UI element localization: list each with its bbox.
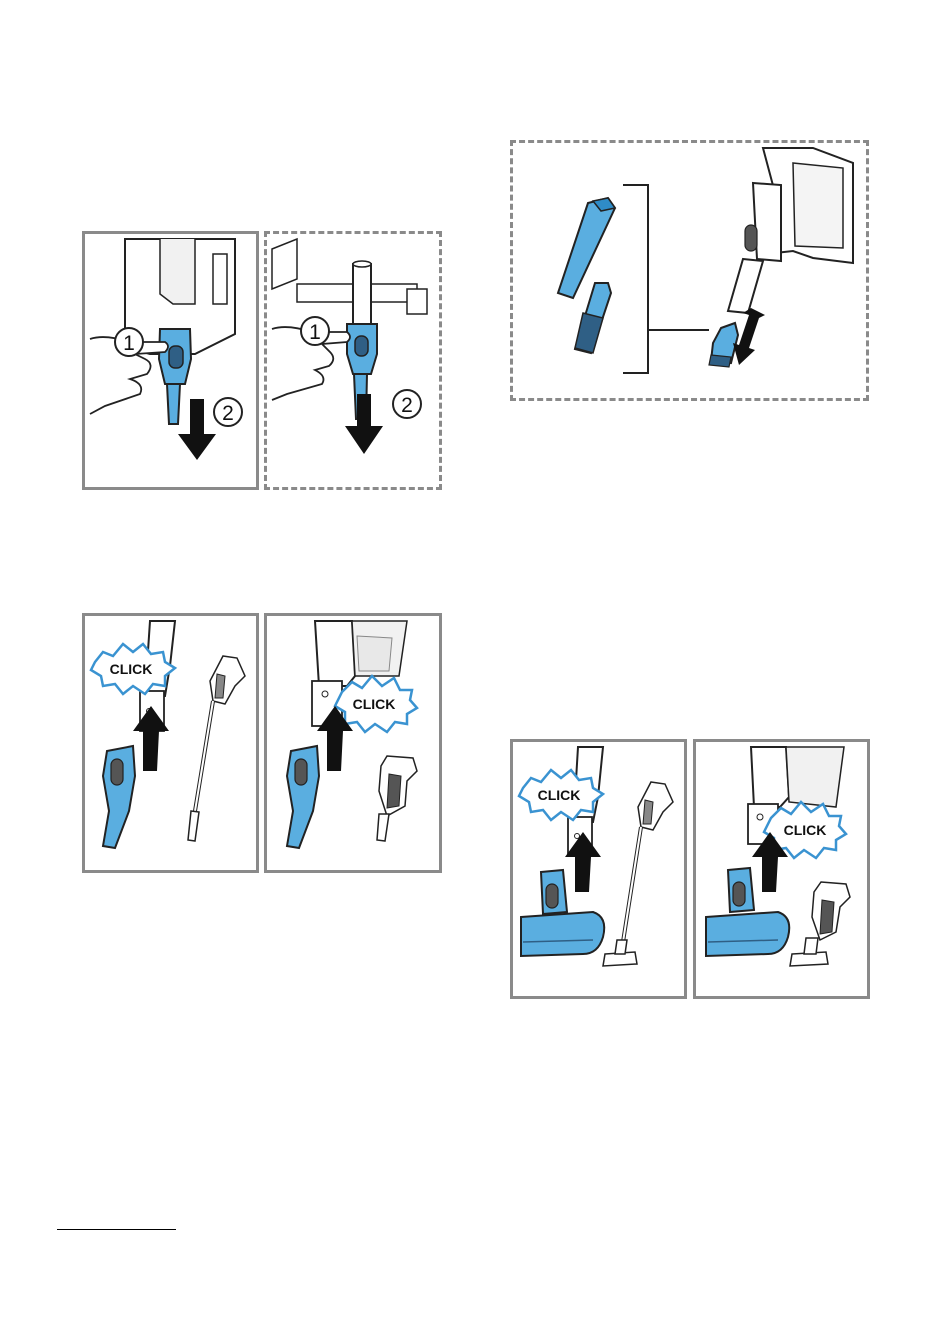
figure-attach-accessory-handheld: CLICK xyxy=(264,613,442,873)
step-one-number-tube: 1 xyxy=(309,321,321,344)
figure-remove-accessory-tube: 1 2 xyxy=(264,231,442,490)
figure-attach-brush-tube: CLICK xyxy=(510,739,687,999)
illustration-attach-accessory-tube: CLICK xyxy=(85,616,256,870)
step-two-number-tube: 2 xyxy=(401,394,413,417)
illustration-attach-accessory-handheld: CLICK xyxy=(267,616,439,870)
footnote-separator xyxy=(57,1229,176,1230)
step-two-number: 2 xyxy=(222,402,234,425)
illustration-remove-accessory-handheld: 1 2 xyxy=(85,234,256,487)
figure-remove-accessory-handheld: 1 2 xyxy=(82,231,259,490)
click-label-brush-handheld: CLICK xyxy=(784,822,827,838)
click-label-handheld: CLICK xyxy=(353,696,396,712)
illustration-attach-brush-handheld: CLICK xyxy=(696,742,867,996)
figure-attach-brush-handheld: CLICK xyxy=(693,739,870,999)
illustration-remove-accessory-tube: 1 2 xyxy=(267,234,439,487)
step-one-number: 1 xyxy=(123,332,135,355)
click-label-brush: CLICK xyxy=(538,787,581,803)
illustration-attach-brush-tube: CLICK xyxy=(513,742,684,996)
illustration-swap-nozzles xyxy=(513,143,866,398)
click-label: CLICK xyxy=(110,661,153,677)
figure-swap-nozzles xyxy=(510,140,869,401)
figure-attach-accessory-tube: CLICK xyxy=(82,613,259,873)
